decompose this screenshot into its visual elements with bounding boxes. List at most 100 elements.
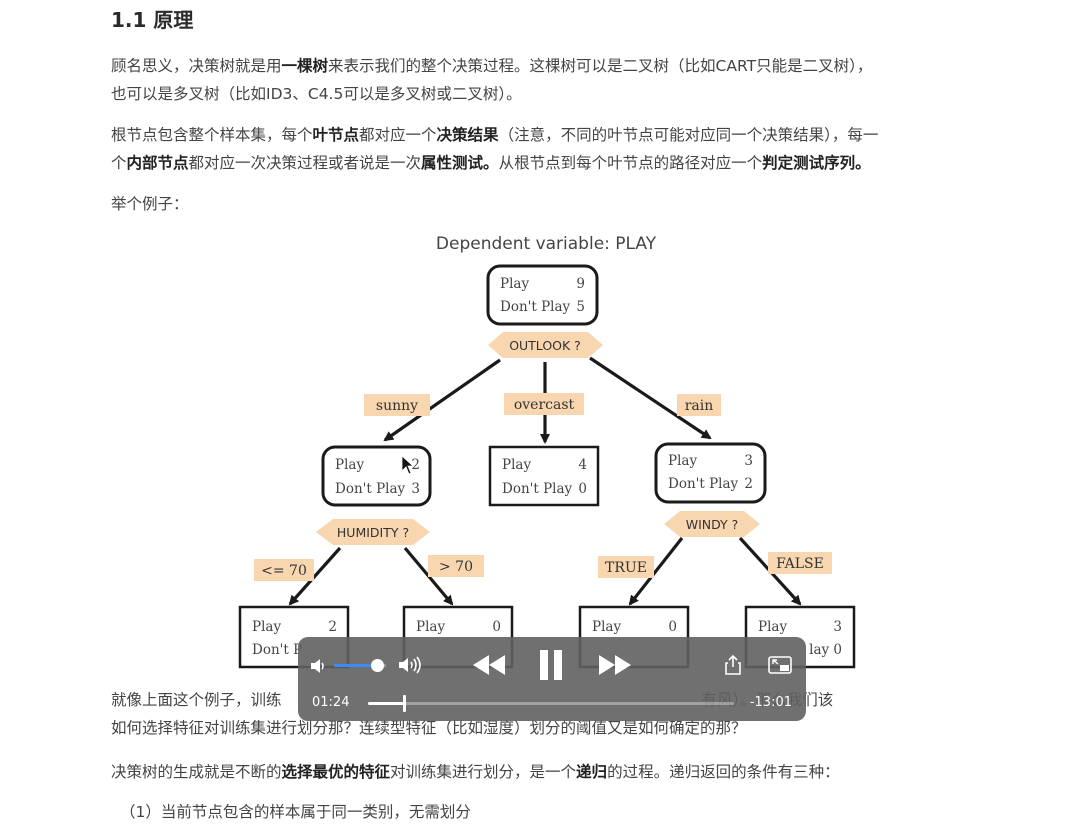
pause-icon[interactable] <box>536 649 566 681</box>
volume-slider-fill <box>334 664 377 667</box>
hum-le-play-count: 2 <box>328 619 337 635</box>
text-run: 对训练集进行划分，是一个 <box>390 763 577 781</box>
sunny-play-count: 2 <box>411 457 420 473</box>
rain-node <box>654 442 767 504</box>
windy-true-play-count: 0 <box>668 619 677 635</box>
root-play-label: Play <box>500 276 529 292</box>
overcast-dont-count: 0 <box>578 481 587 497</box>
branch-gt70-label: > 70 <box>439 559 473 575</box>
text-run: 判定测试序列。 <box>762 154 871 172</box>
branch-sunny-label: sunny <box>376 398 418 414</box>
remaining-time: -13:01 <box>749 695 792 710</box>
branch-overcast-bg <box>504 393 584 415</box>
hum-gt-play-count: 0 <box>492 619 501 635</box>
text-run: 都对应一次决策过程或者说是一次 <box>188 154 422 172</box>
share-icon[interactable] <box>722 653 744 677</box>
rain-dont-count: 2 <box>744 476 753 492</box>
windy-false-play-count: 3 <box>833 619 842 635</box>
sunny-dont-label: Don't Play <box>335 481 406 497</box>
hum-gt-play-label: Play <box>416 619 445 635</box>
overcast-play-label: Play <box>502 457 531 473</box>
overcast-dont-label: Don't Play <box>502 481 573 497</box>
text-run: 的过程。递归返回的条件有三种： <box>607 763 840 781</box>
seek-bar[interactable] <box>368 695 734 712</box>
hum-le-dont-label: Don't P <box>252 642 302 658</box>
rewind-icon[interactable] <box>472 651 506 679</box>
text-run: 叶节点 <box>312 126 360 144</box>
branch-le70-bg <box>254 559 314 581</box>
text-run: （1）当前节点包含的样本属于同一类别，无需划分 <box>120 803 471 821</box>
text-run: 属性测试。 <box>421 154 499 172</box>
humidity-test <box>316 519 430 545</box>
text-run: 个 <box>111 154 127 172</box>
text-run: 从根节点到每个叶节点的路径对应一个 <box>498 154 763 172</box>
mouse-cursor-icon <box>401 455 415 475</box>
volume-mute-icon[interactable] <box>308 655 330 677</box>
rain-play-label: Play <box>668 453 697 469</box>
branch-true-label: TRUE <box>605 560 647 576</box>
text-run: 就像上面这个例子，训练 <box>111 691 282 709</box>
humidity-test-label: HUMIDITY ? <box>337 525 409 540</box>
root-dont-count: 5 <box>576 299 585 315</box>
text-run: 来表示我们的整个决策过程。这棵树可以是二叉树（比如CART只能是二叉树）， <box>328 57 873 75</box>
overcast-node <box>488 445 600 507</box>
paragraph-intro: 顾名思义，决策树就是用一棵树来表示我们的整个决策过程。这棵树可以是二叉树（比如C… <box>111 52 1001 108</box>
windy-true-play-label: Play <box>592 619 621 635</box>
text-run: 决策树的生成就是不断的 <box>111 763 282 781</box>
text-run: （注意，不同的叶节点可能对应同一个决策结果），每一 <box>498 126 879 144</box>
root-node <box>486 264 599 326</box>
volume-max-icon[interactable] <box>397 654 425 676</box>
windy-false-dont-label: lay 0 <box>809 642 842 658</box>
rain-dont-label: Don't Play <box>668 476 739 492</box>
text-run: 递归 <box>576 763 608 781</box>
section-heading: 1.1 原理 <box>111 8 194 32</box>
volume-slider-knob[interactable] <box>370 659 384 672</box>
text-run: 也可以是多叉树（比如ID3、C4.5可以是多叉树或二叉树）。 <box>111 85 522 103</box>
seek-bar-fill <box>368 702 404 705</box>
video-player-controls: 01:24 -13:01 <box>298 637 806 721</box>
rain-play-count: 3 <box>744 453 753 469</box>
volume-slider[interactable] <box>334 659 386 672</box>
branch-rain-label: rain <box>685 398 714 414</box>
root-dont-label: Don't Play <box>500 299 571 315</box>
arrow-true <box>628 537 684 606</box>
text-run: 一棵树 <box>281 57 329 75</box>
root-play-count: 9 <box>576 276 585 292</box>
windy-false-play-label: Play <box>758 619 787 635</box>
fast-forward-icon[interactable] <box>598 651 632 679</box>
arrow-sunny <box>383 358 501 442</box>
hum-le-play-label: Play <box>252 619 281 635</box>
windy-test <box>664 511 760 537</box>
paragraph-generation: 决策树的生成就是不断的选择最优的特征对训练集进行划分，是一个递归的过程。递归返回… <box>111 758 1001 786</box>
branch-rain-bg <box>677 394 721 416</box>
sunny-dont-count: 3 <box>411 481 420 497</box>
arrow-rain <box>589 356 712 440</box>
text-run: 内部节点 <box>126 154 189 172</box>
text-run: 根节点包含整个样本集，每个 <box>111 126 313 144</box>
text-run: 举个例子： <box>111 195 189 213</box>
branch-overcast-label: overcast <box>514 397 575 413</box>
arrow-le70 <box>288 546 342 606</box>
branch-true-bg <box>598 556 654 578</box>
windy-test-label: WINDY ? <box>686 517 739 532</box>
outlook-test <box>488 332 603 358</box>
text-run: 决策结果 <box>436 126 499 144</box>
overcast-play-count: 4 <box>578 457 587 473</box>
outlook-test-label: OUTLOOK ? <box>509 338 581 353</box>
text-run: 选择最优的特征 <box>281 763 391 781</box>
picture-in-picture-icon[interactable] <box>766 654 794 676</box>
seek-bar-handle[interactable] <box>402 695 406 712</box>
text-run: 顾名思义，决策树就是用 <box>111 57 282 75</box>
branch-false-label: FALSE <box>776 556 824 572</box>
branch-sunny-bg <box>364 394 430 416</box>
figure-title: Dependent variable: PLAY <box>436 234 657 254</box>
text-run: 都对应一个 <box>359 126 437 144</box>
text-run: 如何选择特征对训练集进行划分那？连续型特征（比如湿度）划分的阈值又是如何确定的那… <box>111 719 747 737</box>
branch-false-bg <box>768 552 832 574</box>
paragraph-example: 举个例子： <box>111 190 1001 218</box>
paragraph-condition-1: （1）当前节点包含的样本属于同一类别，无需划分 <box>120 798 1010 826</box>
paragraph-nodes: 根节点包含整个样本集，每个叶节点都对应一个决策结果（注意，不同的叶节点可能对应同… <box>111 121 1001 177</box>
sunny-play-label: Play <box>335 457 364 473</box>
current-time: 01:24 <box>312 695 350 710</box>
branch-le70-label: <= 70 <box>261 563 307 579</box>
